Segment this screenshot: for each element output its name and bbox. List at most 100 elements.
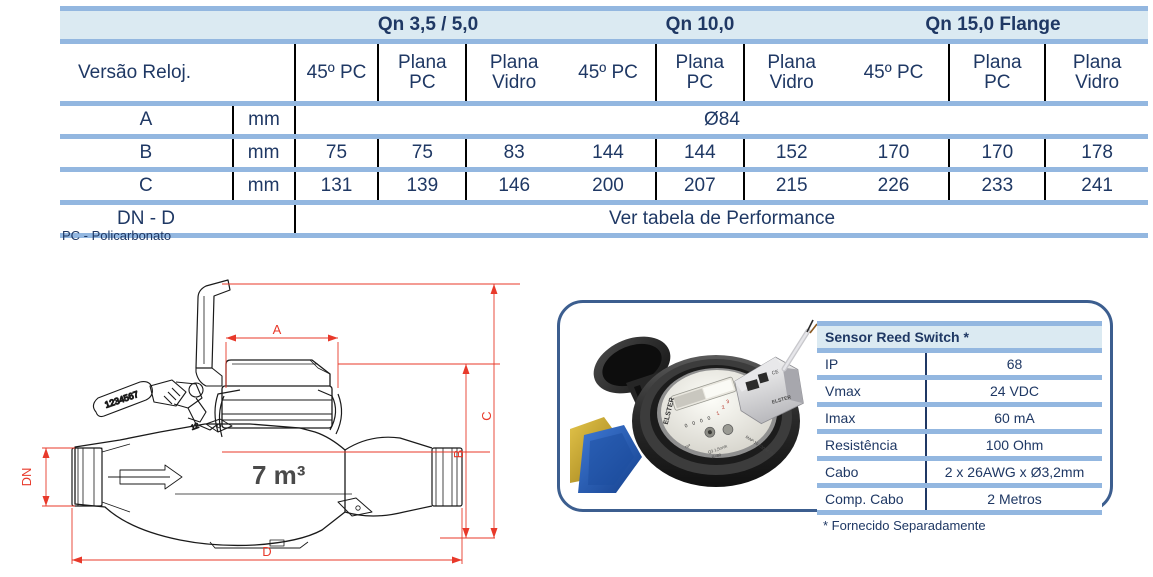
seal-number-text: 1234567 <box>103 389 139 410</box>
col-header-1-line1: Plana <box>398 52 447 74</box>
cell-b-5: 152 <box>742 139 839 167</box>
sensor-key-cabo: Cabo <box>825 464 859 480</box>
cell-b-1: 75 <box>377 139 465 167</box>
col-header-2-line1: Plana <box>489 52 539 74</box>
sensor-row-separator <box>817 402 1102 407</box>
svg-text:3: 3 <box>726 399 731 406</box>
column-header-row: Versão Reloj. 45º PC Plana PC Plana Vidr… <box>60 44 1148 101</box>
sensor-table-note: * Fornecido Separadamente <box>823 518 986 533</box>
group-header-qn15: Qn 15,0 Flange <box>925 14 1061 35</box>
cell-c-0: 131 <box>293 172 378 200</box>
col-header-8-line2: Vidro <box>1075 71 1120 93</box>
row-separator-c <box>60 200 1148 205</box>
row-merged-value-a: Ø84 <box>294 106 1148 134</box>
col-header-1: Plana PC <box>377 44 465 101</box>
col-header-4: Plana PC <box>654 44 743 101</box>
svg-text:Q3 1,5m³/h: Q3 1,5m³/h <box>707 444 728 455</box>
col-header-7-line2: PC <box>984 71 1011 93</box>
dimension-label-dn: DN <box>19 468 34 487</box>
sensor-row-cabo: Cabo 2 x 26AWG x Ø3,2mm <box>817 461 1102 483</box>
col-header-8: Plana Vidro <box>1044 44 1148 101</box>
sensor-row-separator <box>817 456 1102 461</box>
dimension-table: Qn 3,5 / 5,0 Qn 10,0 Qn 15,0 Flange Vers… <box>60 6 1148 238</box>
sensor-key-resistencia: Resistência <box>825 437 898 453</box>
col-header-1-line2: PC <box>409 71 436 93</box>
col-header-3: 45º PC <box>561 44 655 101</box>
sensor-key-ip: IP <box>825 356 839 372</box>
sensor-row-separator <box>817 375 1102 380</box>
version-header: Versão Reloj. <box>78 61 192 83</box>
col-header-8-line1: Plana <box>1072 52 1122 74</box>
sensor-key-vmax: Vmax <box>825 383 861 399</box>
col-header-0-line1: 45º PC <box>306 61 367 83</box>
sensor-row-vmax: Vmax 24 VDC <box>817 380 1102 402</box>
sensor-key-comp-cabo: Comp. Cabo <box>825 491 904 507</box>
svg-text:0: 0 <box>684 423 689 430</box>
group-header-qn10: Qn 10,0 <box>665 14 735 35</box>
sensor-value-cabo: 2 x 26AWG x Ø3,2mm <box>925 461 1102 483</box>
svg-text:1: 1 <box>716 410 721 417</box>
col-header-0: 45º PC <box>293 44 378 101</box>
col-header-7: Plana PC <box>948 44 1044 101</box>
col-header-6: 45º PC <box>839 44 949 101</box>
sensor-value-comp-cabo: 2 Metros <box>925 488 1102 510</box>
sensor-value-ip: 68 <box>925 353 1102 375</box>
cell-c-3: 200 <box>592 175 624 197</box>
col-header-6-line1: 45º PC <box>863 61 924 83</box>
sensor-table-bottom-separator <box>817 510 1102 515</box>
cell-c-7: 233 <box>948 172 1044 200</box>
col-header-4-line2: PC <box>686 71 714 93</box>
group-header-separator <box>60 39 1148 44</box>
col-header-5-line2: Vidro <box>769 71 814 93</box>
sensor-table-title: Sensor Reed Switch * <box>817 326 1102 348</box>
table-row: C mm 131 139 146 200 207 215 226 233 241 <box>60 172 1148 200</box>
row-unit-a: mm <box>232 106 294 134</box>
sensor-row-separator <box>817 429 1102 434</box>
table-row: A mm Ø84 <box>60 106 1148 134</box>
col-header-3-line1: 45º PC <box>578 61 638 83</box>
sensor-value-imax: 60 mA <box>925 407 1102 429</box>
svg-text:R=80: R=80 <box>711 452 722 460</box>
row-label-a: A <box>139 109 153 131</box>
cell-c-4: 207 <box>654 172 743 200</box>
row-label-b: B <box>139 142 153 164</box>
row-label-dn-d: DN - D <box>116 208 176 230</box>
svg-text:m³: m³ <box>684 443 691 450</box>
sensor-row-separator <box>817 483 1102 488</box>
cell-b-7: 170 <box>948 139 1044 167</box>
row-label-c: C <box>138 175 153 197</box>
sensor-spec-table: Sensor Reed Switch * IP 68 Vmax 24 VDC I… <box>817 321 1102 533</box>
col-header-2: Plana Vidro <box>465 44 561 101</box>
sensor-row-imax: Imax 60 mA <box>817 407 1102 429</box>
cell-b-4: 144 <box>654 139 743 167</box>
cell-c-1: 139 <box>377 172 465 200</box>
cell-c-6: 226 <box>877 175 910 197</box>
sensor-table-top-separator <box>817 321 1102 326</box>
table-row: B mm 75 75 83 144 144 152 170 170 178 <box>60 139 1148 167</box>
row-unit-b: mm <box>231 139 294 167</box>
cell-b-6: 170 <box>877 142 910 164</box>
sensor-value-resistencia: 100 Ohm <box>925 434 1102 456</box>
cell-c-2: 146 <box>465 172 561 200</box>
cell-c-5: 215 <box>742 172 839 200</box>
table-top-separator <box>60 6 1148 11</box>
group-header-qn35: Qn 3,5 / 5,0 <box>377 14 479 35</box>
group-header-row: Qn 3,5 / 5,0 Qn 10,0 Qn 15,0 Flange <box>60 11 1148 39</box>
sensor-key-imax: Imax <box>825 410 856 426</box>
dimension-label-b: B <box>451 450 466 459</box>
sensor-row-comp-cabo: Comp. Cabo 2 Metros <box>817 488 1102 510</box>
svg-text:12: 12 <box>190 423 200 432</box>
col-header-2-line2: Vidro <box>492 71 537 93</box>
svg-text:2: 2 <box>721 404 726 411</box>
cell-c-8: 241 <box>1044 172 1148 200</box>
body-marking-text: 7 m³ <box>252 460 306 490</box>
dimension-label-a: A <box>273 322 282 337</box>
cell-b-8: 178 <box>1044 139 1148 167</box>
sensor-row-ip: IP 68 <box>817 353 1102 375</box>
col-header-5: Plana Vidro <box>742 44 839 101</box>
table-row: DN - D Ver tabela de Performance <box>60 205 1148 233</box>
row-unit-dn-d <box>232 205 294 233</box>
dimension-label-d: D <box>262 544 271 559</box>
